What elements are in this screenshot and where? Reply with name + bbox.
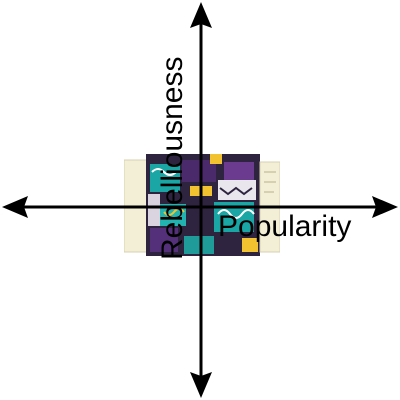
y-axis-label: Rebelliousness: [156, 56, 189, 260]
x-axis-label: Popularity: [218, 210, 352, 243]
x-axis-right-arrowhead: [372, 196, 398, 218]
x-axis-left-arrowhead: [2, 196, 28, 218]
y-axis-top-arrowhead: [190, 2, 212, 28]
y-axis-bottom-arrowhead: [190, 372, 212, 398]
